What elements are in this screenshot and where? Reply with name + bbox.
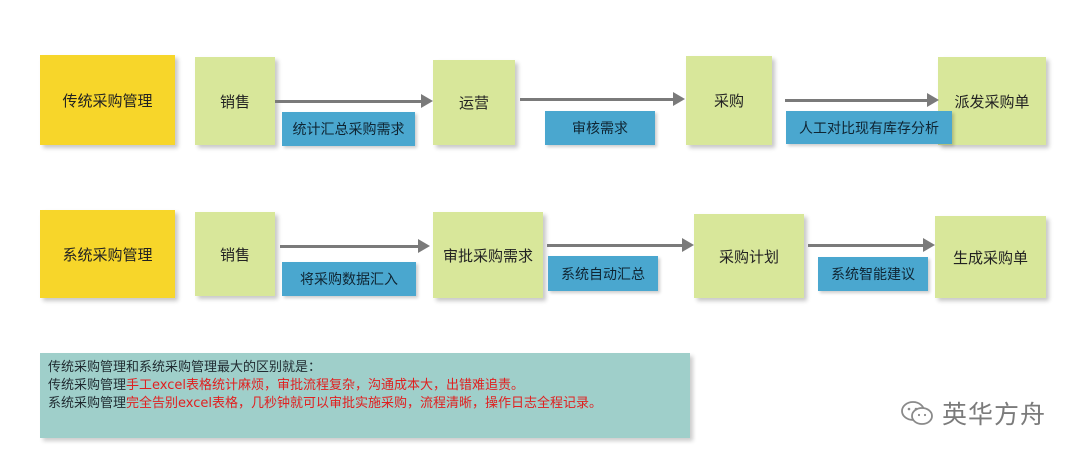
traditional-procurement-header: 传统采购管理 (40, 55, 175, 145)
watermark: 英华方舟 (900, 395, 1046, 431)
wechat-icon (901, 401, 933, 425)
row1-arrow-2 (520, 92, 685, 106)
row2-step-sales: 销售 (195, 212, 275, 296)
row1-tag-inventory-analysis: 人工对比现有库存分析 (786, 111, 952, 144)
summary-line-3: 系统采购管理完全告别excel表格，几秒钟就可以审批实施采购，流程清晰，操作日志… (48, 395, 682, 413)
row2-step-purchase-plan: 采购计划 (694, 214, 804, 298)
row2-step-generate-po: 生成采购单 (935, 216, 1046, 298)
row2-tag-import-data: 将采购数据汇入 (282, 262, 416, 296)
row1-step-operations: 运营 (433, 60, 515, 145)
summary-line-2: 传统采购管理手工excel表格统计麻烦，审批流程复杂，沟通成本大，出错难追责。 (48, 377, 682, 395)
row1-tag-review-demand: 审核需求 (545, 111, 655, 145)
summary-line-1: 传统采购管理和系统采购管理最大的区别就是： (48, 360, 322, 375)
row2-step-approve-demand: 审批采购需求 (433, 212, 543, 298)
summary-line-3-highlight: 完全告别excel表格，几秒钟就可以审批实施采购，流程清晰，操作日志全程记录。 (126, 396, 603, 411)
comparison-summary: 传统采购管理和系统采购管理最大的区别就是： 传统采购管理手工excel表格统计麻… (40, 353, 690, 438)
row2-tag-smart-suggest: 系统智能建议 (818, 257, 928, 291)
system-procurement-header: 系统采购管理 (40, 210, 175, 298)
row1-step-purchasing: 采购 (686, 56, 772, 145)
row2-arrow-3 (808, 238, 935, 252)
row2-arrow-2 (547, 238, 694, 252)
row2-arrow-1 (280, 239, 430, 253)
row1-step-sales: 销售 (195, 57, 275, 145)
row2-tag-auto-aggregate: 系统自动汇总 (548, 256, 658, 291)
summary-line-3-prefix: 系统采购管理 (48, 396, 127, 411)
row1-arrow-3 (785, 93, 939, 107)
summary-line-2-highlight: 手工excel表格统计麻烦，审批流程复杂，沟通成本大，出错难追责。 (126, 378, 525, 393)
row1-arrow-1 (275, 94, 433, 108)
row1-tag-aggregate-demand: 统计汇总采购需求 (282, 112, 415, 146)
summary-line-2-prefix: 传统采购管理 (48, 378, 127, 393)
watermark-text: 英华方舟 (942, 400, 1047, 429)
row1-step-issue-po: 派发采购单 (938, 57, 1046, 145)
